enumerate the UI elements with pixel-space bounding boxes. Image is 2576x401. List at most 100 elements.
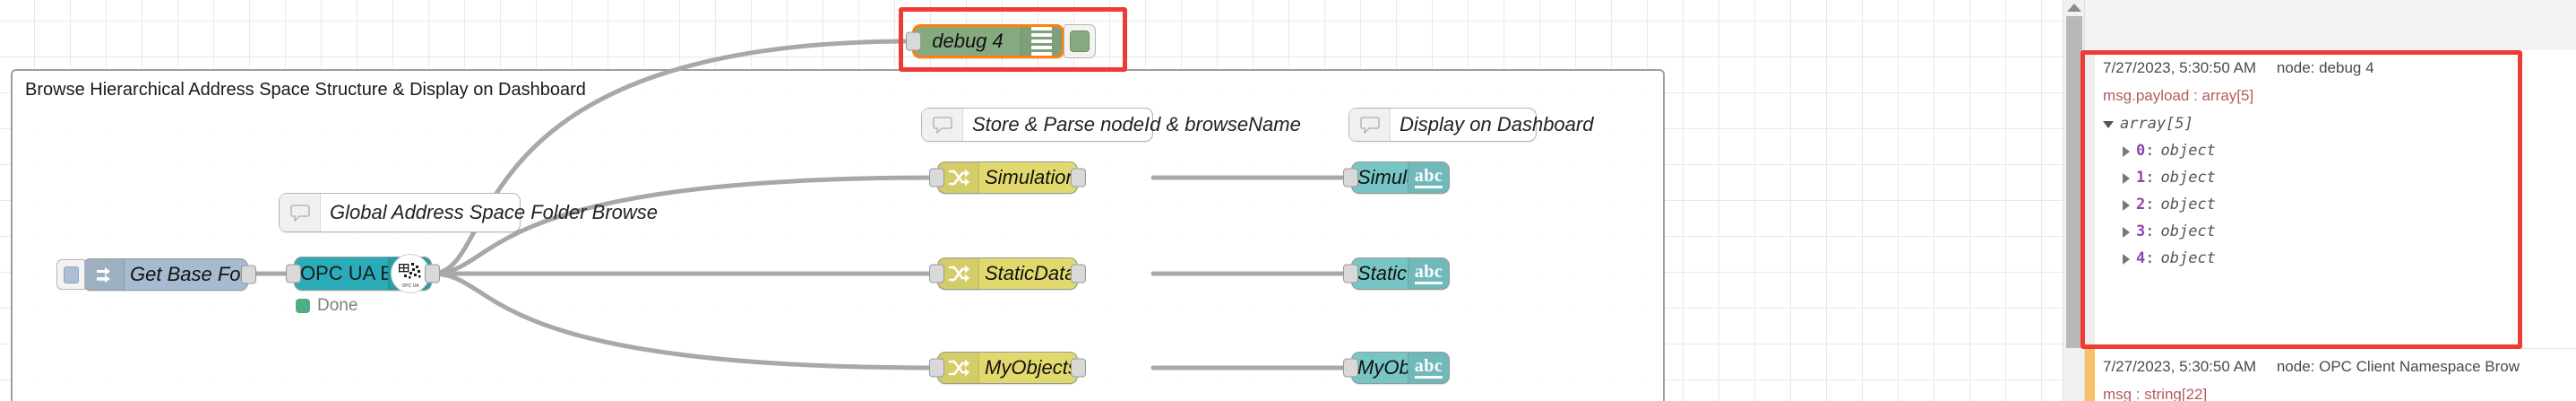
tree-item-colon: : <box>2145 249 2155 267</box>
debug-msg-property: msg.payload : array[5] <box>2103 87 2254 104</box>
input-port[interactable] <box>286 264 301 283</box>
node-inject-get-base-folder-structure[interactable]: Get Base Folder Structure ¹ <box>56 258 256 291</box>
caret-right-icon[interactable] <box>2123 199 2130 211</box>
input-port[interactable] <box>1343 358 1358 378</box>
output-port[interactable] <box>1071 264 1086 283</box>
status-dot-icon <box>296 299 310 313</box>
node-label: debug 4 <box>932 30 1004 52</box>
debug-message-entry[interactable]: 7/27/2023, 5:30:50 AM node: debug 4 msg.… <box>2085 50 2576 349</box>
caret-right-icon[interactable] <box>2123 253 2130 265</box>
abc-icon-text: abc <box>1414 167 1443 188</box>
tree-root-label: array[5] <box>2120 115 2193 133</box>
tree-item-row[interactable]: 3 : object <box>2103 224 2563 240</box>
node-label: StaticData Folder <box>985 262 1077 284</box>
input-port[interactable] <box>929 358 944 378</box>
node-label: MyObjects Folder <box>985 356 1077 379</box>
node-label: Simulation Folder <box>985 166 1077 188</box>
change-shuffle-icon <box>938 258 979 289</box>
caret-down-icon[interactable] <box>2103 120 2114 128</box>
debug-timestamp: 7/27/2023, 5:30:50 AM <box>2103 358 2257 375</box>
message-accent-bar <box>2085 50 2095 348</box>
tree-item-value: object <box>2160 249 2216 267</box>
node-label: Get Base Folder Structure ¹ <box>130 263 247 285</box>
abc-icon: abc <box>1408 162 1449 193</box>
tree-item-key: 3 <box>2136 222 2146 240</box>
canvas-vertical-scrollbar[interactable] <box>2063 0 2084 401</box>
tree-item-row[interactable]: 2 : object <box>2103 197 2563 213</box>
sidebar-top-spacer <box>2085 0 2576 50</box>
tree-item-row[interactable]: 1 : object <box>2103 170 2563 186</box>
debug-message-header: 7/27/2023, 5:30:50 AM node: debug 4 <box>2103 59 2563 77</box>
opc-ua-logo-icon: OPC UA <box>388 254 431 293</box>
comment-label: Display on Dashboard <box>1400 113 1594 135</box>
node-label: StaticData <box>1357 262 1408 284</box>
node-debug-4[interactable]: debug 4 <box>906 24 1096 58</box>
debug-enable-toggle-button[interactable] <box>1064 24 1096 58</box>
node-label: OPC UA Browser <box>300 262 388 284</box>
comment-node-display-dashboard[interactable]: Display on Dashboard <box>1348 108 1593 142</box>
tree-item-value: object <box>2160 222 2216 240</box>
debug-payload-tree[interactable]: array[5] 0 : object 1 : object 2 <box>2103 117 2563 266</box>
abc-icon: abc <box>1408 353 1449 383</box>
tree-item-value: object <box>2160 169 2216 187</box>
scroll-up-arrow-icon[interactable] <box>2066 4 2081 12</box>
input-port[interactable] <box>1343 264 1358 283</box>
input-port[interactable] <box>929 264 944 283</box>
node-opcua-browser[interactable]: OPC UA Browser <box>286 254 440 293</box>
tree-item-key: 0 <box>2136 142 2146 160</box>
message-accent-bar <box>2085 349 2095 401</box>
tree-item-key: 1 <box>2136 169 2146 187</box>
change-shuffle-icon <box>938 353 979 383</box>
abc-icon: abc <box>1408 258 1449 289</box>
status-label: Done <box>317 296 358 315</box>
inject-trigger-button[interactable] <box>56 259 85 290</box>
comment-label: Global Address Space Folder Browse <box>330 201 659 223</box>
debug-msg-property: msg : string[22] <box>2103 386 2208 401</box>
output-port[interactable] <box>1071 358 1086 378</box>
tree-root-row[interactable]: array[5] <box>2103 117 2563 132</box>
output-port[interactable] <box>1071 168 1086 187</box>
abc-icon-text: abc <box>1414 357 1443 379</box>
node-label: Simulation <box>1357 166 1408 188</box>
tree-item-key: 2 <box>2136 196 2146 214</box>
comment-bubble-icon <box>280 194 321 231</box>
debug-source-node: node: OPC Client Namespace Brow <box>2276 358 2520 375</box>
tree-item-key: 4 <box>2136 249 2146 267</box>
debug-source-node: node: debug 4 <box>2276 59 2374 76</box>
debug-sidebar-panel[interactable]: 7/27/2023, 5:30:50 AM node: debug 4 msg.… <box>2084 0 2576 401</box>
caret-right-icon[interactable] <box>2123 145 2130 157</box>
node-change-simulation-folder[interactable]: Simulation Folder <box>929 161 1086 194</box>
output-port[interactable] <box>425 264 440 283</box>
input-port[interactable] <box>1343 168 1358 187</box>
inject-arrow-icon <box>83 259 125 290</box>
comment-bubble-icon <box>1349 109 1391 141</box>
output-port[interactable] <box>241 265 256 284</box>
debug-message-entry[interactable]: 7/27/2023, 5:30:50 AM node: OPC Client N… <box>2085 349 2576 401</box>
flow-canvas[interactable]: Browse Hierarchical Address Space Struct… <box>0 0 2063 401</box>
debug-timestamp: 7/27/2023, 5:30:50 AM <box>2103 59 2257 76</box>
svg-text:OPC UA: OPC UA <box>401 283 419 289</box>
node-uitext-staticdata[interactable]: StaticData abc <box>1343 257 1450 290</box>
node-uitext-myobjects[interactable]: MyObjects abc <box>1343 352 1450 384</box>
input-port[interactable] <box>929 168 944 187</box>
node-change-staticdata-folder[interactable]: StaticData Folder <box>929 257 1086 290</box>
abc-icon-text: abc <box>1414 263 1443 284</box>
debug-message-header: 7/27/2023, 5:30:50 AM node: OPC Client N… <box>2103 358 2563 376</box>
tree-item-colon: : <box>2145 196 2155 214</box>
scrollbar-thumb[interactable] <box>2066 16 2082 348</box>
change-shuffle-icon <box>938 162 979 193</box>
node-status-opcua: Done <box>296 296 358 316</box>
tree-item-value: object <box>2160 196 2216 214</box>
tree-item-row[interactable]: 4 : object <box>2103 251 2563 266</box>
node-change-myobjects-folder[interactable]: MyObjects Folder <box>929 352 1086 384</box>
input-port[interactable] <box>906 31 921 51</box>
comment-node-store-parse[interactable]: Store & Parse nodeId & browseName <box>921 108 1301 142</box>
node-uitext-simulation[interactable]: Simulation abc <box>1343 161 1450 194</box>
tree-item-row[interactable]: 0 : object <box>2103 144 2563 159</box>
tree-item-colon: : <box>2145 142 2155 160</box>
comment-label: Store & Parse nodeId & browseName <box>972 113 1301 135</box>
caret-right-icon[interactable] <box>2123 226 2130 238</box>
group-title: Browse Hierarchical Address Space Struct… <box>25 80 586 100</box>
caret-right-icon[interactable] <box>2123 172 2130 184</box>
comment-node-global-browse[interactable]: Global Address Space Folder Browse <box>279 193 658 232</box>
